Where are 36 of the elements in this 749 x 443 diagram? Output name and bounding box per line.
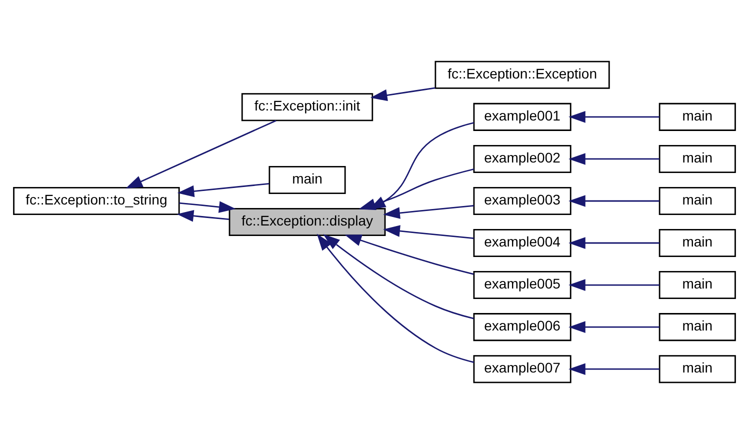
node-box: example005 [473,270,572,299]
arrow [568,320,660,332]
arrow [126,119,276,188]
node-box: main [658,102,736,130]
node-box: example004 [473,228,572,257]
node-box: main [268,165,346,194]
arrow [568,362,660,374]
node-box: main [658,270,736,299]
arrow [568,110,660,122]
arrow [177,182,270,197]
node-box: fc::Exception::display [228,208,386,236]
node-box: example006 [473,312,572,341]
node-box: example002 [473,144,572,172]
arrow [383,204,474,218]
node-box: main [658,186,736,214]
arrow [323,234,474,319]
arrow [179,200,236,212]
arrow [316,233,474,362]
node-box: fc::Exception::Exception [434,60,610,88]
node-box: fc::Exception::to_string [13,186,180,214]
arrow [568,194,660,206]
arrow [568,278,660,290]
node-box: main [658,312,736,341]
node-box: main [658,354,736,383]
node-box: main [658,228,736,257]
arrow [568,152,660,164]
arrow [176,210,230,222]
node-box: example001 [473,102,572,130]
arrow [568,236,660,248]
node-box: fc::Exception::init [241,92,374,121]
arrow [383,224,474,239]
arrow [344,234,474,274]
node-box: example003 [473,186,572,214]
node-box: example007 [473,354,572,383]
node-box: main [658,144,736,172]
arrow [370,86,436,101]
